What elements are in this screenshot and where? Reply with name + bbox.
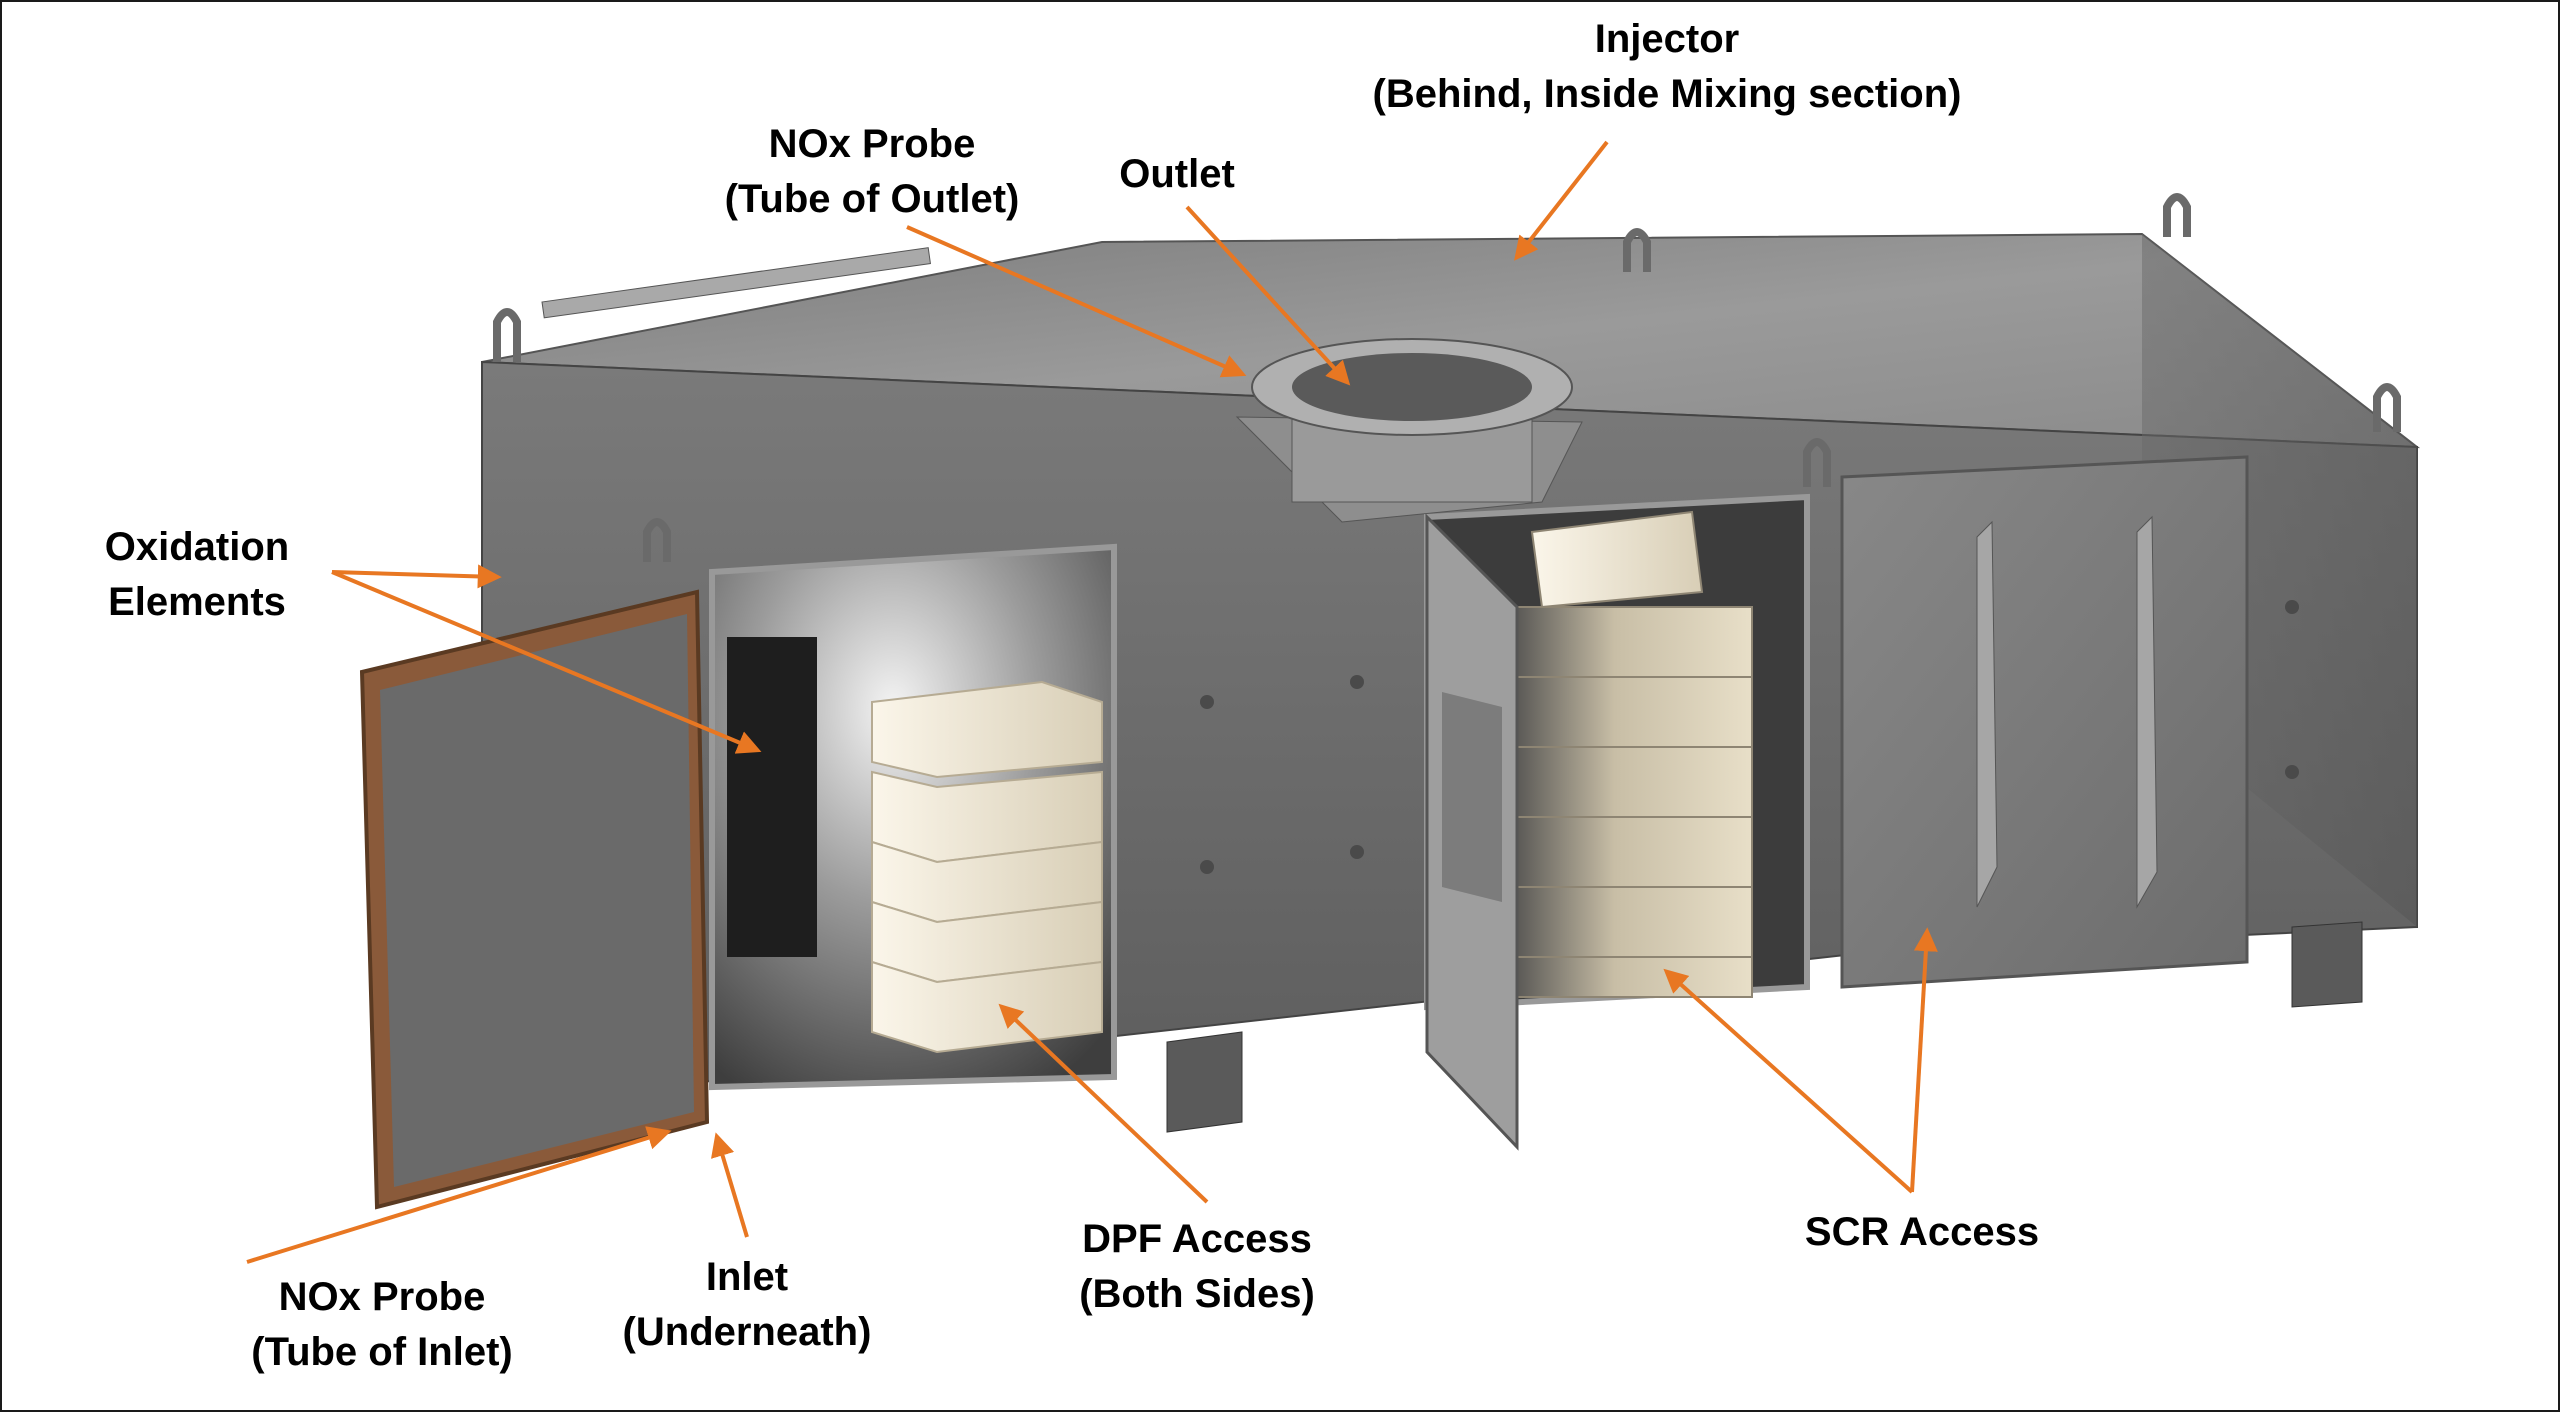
outlet-label-line1: Outlet [1119, 152, 1235, 196]
nox-probe-inlet-line1: NOx Probe [278, 1275, 486, 1319]
inlet-label-line2: (Underneath) [622, 1310, 872, 1354]
nox-probe-outlet-line1: NOx Probe [768, 122, 976, 166]
oxidation-elements-line2: Elements [108, 580, 286, 624]
dpf-access-line2: (Both Sides) [1079, 1272, 1315, 1316]
injector-label: Injector (Behind, Inside Mixing section) [1327, 12, 2007, 122]
compartment-shadow [727, 637, 817, 957]
injector-label-line2: (Behind, Inside Mixing section) [1372, 72, 1962, 116]
inlet-label: Inlet (Underneath) [592, 1250, 902, 1360]
outlet-label: Outlet [1082, 147, 1272, 202]
panel-handle-right [2136, 515, 2158, 909]
outlet-opening [1292, 353, 1532, 421]
oxidation-elements-line1: Oxidation [104, 525, 290, 569]
nox-probe-inlet-label: NOx Probe (Tube of Inlet) [207, 1270, 557, 1380]
injector-label-line1: Injector [1594, 17, 1740, 61]
dpf-access-line1: DPF Access [1082, 1217, 1312, 1261]
lifting-lugs [493, 193, 2401, 562]
nox-probe-inlet-line2: (Tube of Inlet) [251, 1330, 513, 1374]
panel-bolts [1200, 600, 2299, 874]
nox-probe-outlet-label: NOx Probe (Tube of Outlet) [682, 117, 1062, 227]
scr-access-line1: SCR Access [1804, 1210, 2040, 1254]
dpf-elements [871, 680, 1103, 1054]
support-legs [1166, 921, 2363, 1133]
oxidation-elements-label: Oxidation Elements [62, 520, 332, 630]
top-rail [541, 247, 931, 319]
inlet-label-line1: Inlet [705, 1255, 789, 1299]
panel-handle-left [1976, 520, 1998, 908]
callout-lines [246, 140, 1938, 1264]
scr-panel [1840, 455, 2249, 989]
scr-access-label: SCR Access [1767, 1205, 2077, 1260]
scr-elements [1501, 510, 1753, 998]
nox-probe-outlet-line2: (Tube of Outlet) [724, 177, 1020, 221]
dpf-access-label: DPF Access (Both Sides) [1037, 1212, 1357, 1322]
